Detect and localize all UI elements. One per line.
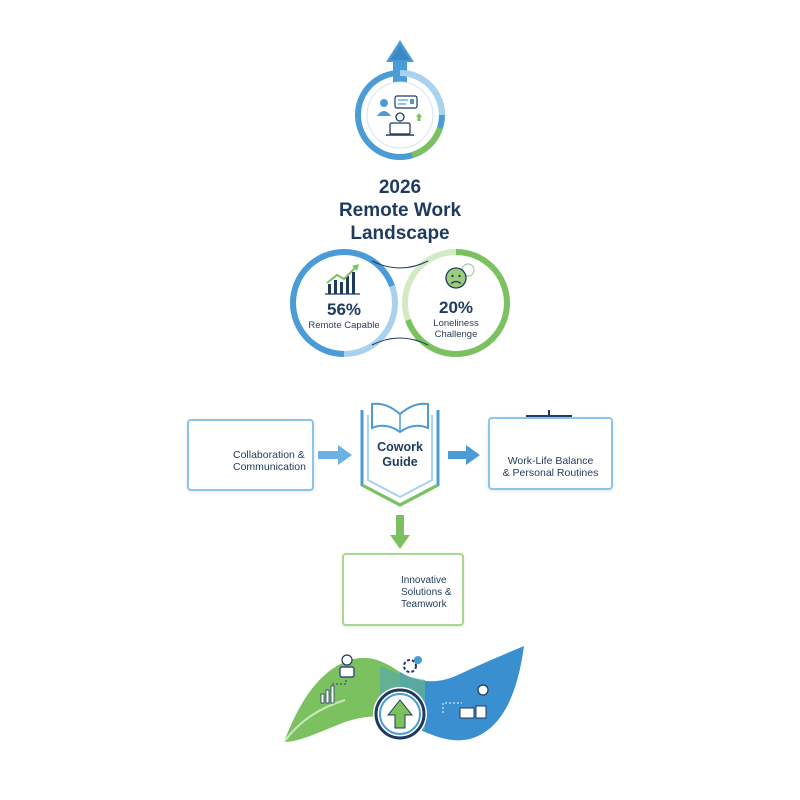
stat-value: 20% [438, 298, 474, 317]
title-line-1: Remote Work [338, 200, 462, 221]
node-collaboration [187, 419, 314, 491]
arrow-collab-to-guide [318, 445, 352, 465]
node-innovation-label: Innovative Solutions & Teamwork [401, 575, 452, 611]
node-balance-label: Work-Life Balance & Personal Routines [492, 455, 609, 479]
node-guide-label: Cowork Guide [364, 440, 436, 470]
remote-worker-icon [355, 70, 445, 160]
stat-value: 56% [326, 300, 362, 319]
node-guide-line-1: Cowork [377, 440, 423, 454]
node-innovation [342, 553, 464, 626]
growth-chart-icon [325, 264, 360, 295]
node-guide-line-2: Guide [382, 455, 418, 469]
title-line-2: Landscape [350, 223, 450, 244]
sad-face-icon [445, 263, 475, 289]
arrow-guide-to-innovation [390, 515, 410, 549]
node-innovation-line-1: Innovative [401, 575, 447, 586]
node-collaboration-line-1: Collaboration & [233, 449, 305, 461]
book-icon [360, 402, 440, 507]
stat-remote-capable: 56% Remote Capable [304, 300, 384, 331]
node-collaboration-line-2: Communication [233, 461, 306, 473]
node-innovation-line-2: Solutions & [401, 587, 452, 598]
title-year: 2026 [378, 177, 422, 198]
node-balance-line-2: & Personal Routines [502, 467, 599, 479]
stat-circle-remote [290, 249, 398, 357]
node-balance [488, 417, 613, 490]
node-innovation-line-3: Teamwork [401, 599, 447, 610]
node-collaboration-label: Collaboration & Communication [233, 449, 306, 473]
stat-loneliness: 20% Loneliness Challenge [416, 298, 496, 340]
stat-label-line-1: Loneliness [433, 318, 479, 329]
progress-wave-icon [283, 646, 524, 743]
stat-label-line-2: Challenge [434, 329, 478, 340]
node-balance-line-1: Work-Life Balance [507, 455, 594, 467]
arrow-guide-to-balance [448, 445, 480, 465]
stat-label: Remote Capable [308, 320, 380, 331]
page-title: 2026 Remote Work Landscape [250, 176, 550, 245]
